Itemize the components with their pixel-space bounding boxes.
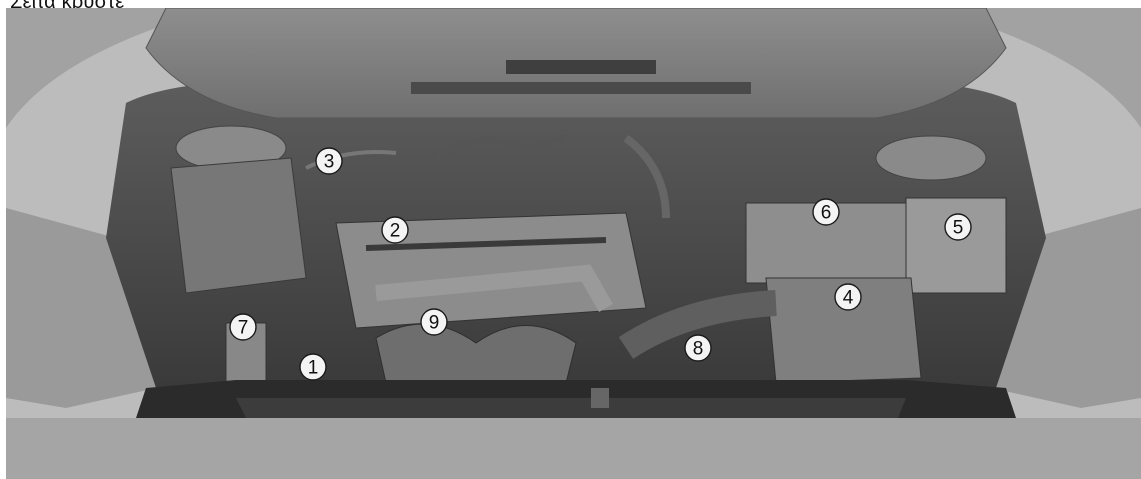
callout-9: 9	[420, 308, 448, 336]
callout-1: 1	[299, 353, 327, 381]
hood-latch	[591, 388, 609, 408]
engine-bay-illustration: 1 2 3 4 5 6 7	[6, 8, 1141, 479]
callout-6: 6	[812, 198, 840, 226]
fuse-box	[905, 197, 1007, 294]
callout-label: 1	[308, 358, 319, 379]
callout-label: 8	[693, 339, 704, 360]
callout-8: 8	[684, 334, 712, 362]
hose	[434, 135, 567, 161]
callout-3: 3	[315, 147, 343, 175]
exhaust-manifold	[375, 323, 577, 384]
callout-4: 4	[834, 283, 862, 311]
callout-label: 7	[238, 318, 249, 339]
callout-label: 6	[821, 203, 832, 224]
callout-5: 5	[944, 213, 972, 241]
callout-label: 9	[429, 313, 440, 334]
callout-2: 2	[381, 216, 409, 244]
right-strut-tower	[875, 135, 987, 181]
left-fender-top	[6, 8, 216, 128]
callout-7: 7	[229, 313, 257, 341]
callout-label: 3	[324, 152, 335, 173]
callout-label: 4	[843, 288, 854, 309]
hose	[305, 150, 397, 170]
cowl-grille	[411, 82, 751, 94]
intake-pipe	[375, 264, 613, 312]
air-duct	[618, 290, 777, 359]
engine-bay-figure: 1 2 3 4 5 6 7	[6, 8, 1141, 479]
fuel-rail	[365, 237, 607, 251]
callout-label: 2	[390, 221, 401, 242]
reservoir-tank	[170, 157, 307, 294]
front-bumper	[6, 418, 1141, 479]
cowl-vent	[506, 60, 656, 74]
air-cleaner	[765, 277, 922, 384]
hose	[623, 134, 670, 219]
callout-label: 5	[953, 218, 964, 239]
right-fender-top	[931, 8, 1141, 128]
